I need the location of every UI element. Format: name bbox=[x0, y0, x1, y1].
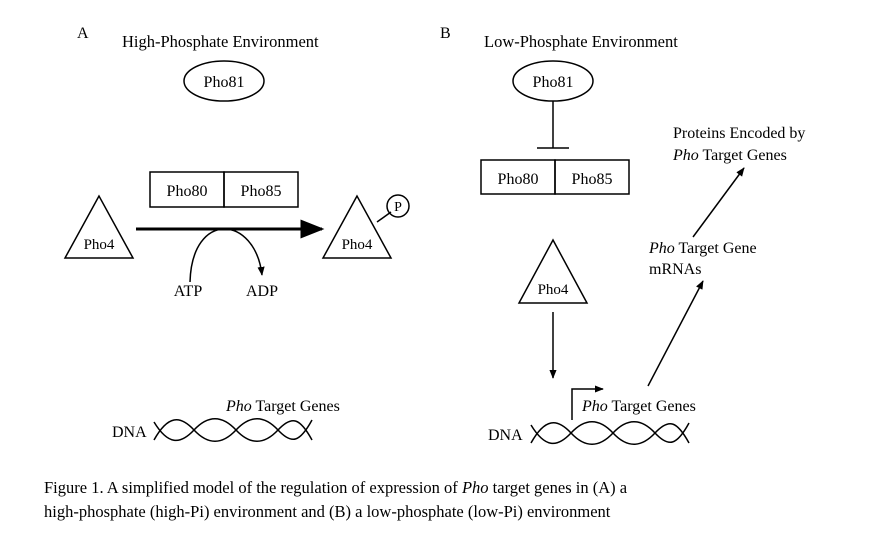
transcription-start-arrow bbox=[571, 385, 604, 420]
dna-helix-a bbox=[153, 418, 313, 442]
dna-label-a: DNA bbox=[112, 424, 147, 441]
pho4-triangle-right bbox=[321, 194, 393, 259]
pho4-right-label: Pho4 bbox=[342, 237, 373, 253]
pho4-label-b: Pho4 bbox=[538, 282, 569, 298]
caption-line-1: Figure 1. A simplified model of the regu… bbox=[44, 478, 628, 497]
pho85-box-b bbox=[554, 159, 630, 195]
genes-label-b: Pho Target Genes bbox=[581, 398, 696, 415]
pho85-label-b: Pho85 bbox=[572, 171, 613, 188]
dna-helix-b bbox=[530, 421, 690, 445]
panel-a-title: High-Phosphate Environment bbox=[122, 32, 319, 51]
figure-caption: Figure 1. A simplified model of the regu… bbox=[44, 476, 844, 524]
atp-adp-arrow bbox=[189, 228, 265, 283]
pho81-ellipse bbox=[183, 60, 265, 102]
pho4-triangle-left bbox=[63, 194, 135, 259]
genes-to-mrna-arrow bbox=[647, 280, 704, 387]
panel-a: A High-Phosphate Environment Pho81 Pho80… bbox=[63, 25, 410, 442]
pho81-label-b: Pho81 bbox=[533, 74, 574, 91]
panel-b-title: Low-Phosphate Environment bbox=[484, 32, 678, 51]
pho85-box bbox=[223, 171, 299, 208]
mrna-label-line1: Pho Target Gene bbox=[648, 240, 757, 257]
panel-b-letter: B bbox=[440, 25, 451, 42]
phosphate-circle bbox=[386, 194, 410, 218]
panel-b: B Low-Phosphate Environment Pho81 Pho80 … bbox=[440, 25, 805, 445]
pho4-triangle-b bbox=[517, 238, 589, 304]
pho4-left-label: Pho4 bbox=[84, 237, 115, 253]
proteins-label-line2: Pho Target Genes bbox=[672, 147, 787, 164]
dna-label-b: DNA bbox=[488, 427, 523, 444]
caption-line-2: high-phosphate (high-Pi) environment and… bbox=[44, 502, 611, 521]
adp-label: ADP bbox=[246, 283, 278, 300]
atp-label: ATP bbox=[174, 283, 203, 300]
phosphate-label: P bbox=[394, 200, 402, 215]
mrna-label-line2: mRNAs bbox=[649, 261, 701, 278]
pho85-label: Pho85 bbox=[241, 183, 282, 200]
mrna-to-protein-arrow bbox=[692, 167, 745, 238]
pho80-label: Pho80 bbox=[167, 183, 208, 200]
pho81-label: Pho81 bbox=[204, 74, 245, 91]
panel-a-letter: A bbox=[77, 25, 89, 42]
pho80-label-b: Pho80 bbox=[498, 171, 539, 188]
phosphate-bond bbox=[376, 211, 392, 223]
genes-label-a: Pho Target Genes bbox=[225, 398, 340, 415]
proteins-label-line1: Proteins Encoded by bbox=[673, 125, 805, 142]
